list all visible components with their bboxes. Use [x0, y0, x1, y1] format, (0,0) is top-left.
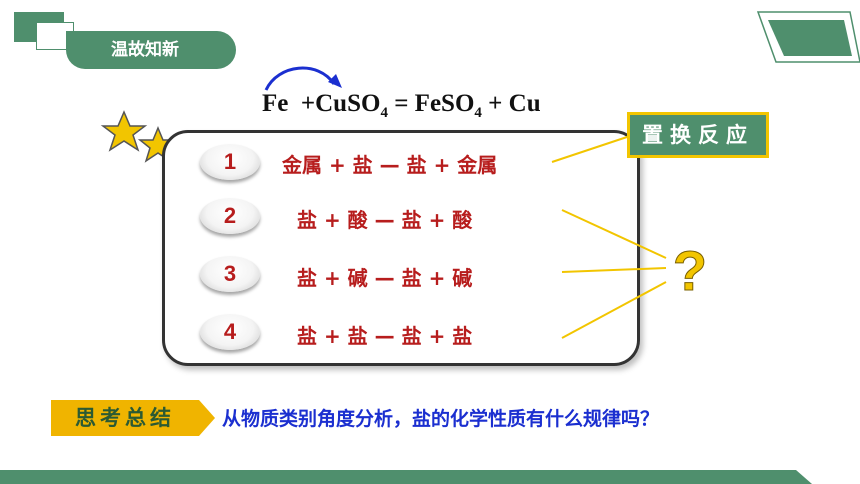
summary-label: 思考总结 — [51, 400, 199, 436]
equation-feso: = FeSO — [387, 90, 475, 117]
question-mark-icon: ? — [673, 239, 707, 302]
reaction-row-3: 盐 + 碱 — 盐 + 碱 — [297, 266, 473, 290]
section-title: 温故知新 — [111, 40, 179, 60]
electron-transfer-arrow-icon — [264, 66, 342, 91]
section-title-tab: 温故知新 — [66, 31, 236, 69]
row-number-4: 4 — [200, 314, 260, 350]
equation-cuso: +CuSO — [300, 90, 381, 117]
row-number-2: 2 — [200, 198, 260, 234]
corner-decoration — [756, 11, 860, 63]
reaction-row-4: 盐 + 盐 — 盐 + 盐 — [297, 324, 473, 348]
equation-sub-1: 4 — [380, 105, 388, 121]
displacement-reaction-badge: 置换反应 — [627, 112, 769, 158]
summary-question: 从物质类别角度分析，盐的化学性质有什么规律吗？ — [222, 408, 660, 430]
footer-bar — [0, 470, 812, 484]
summary-arrow-icon — [199, 400, 215, 436]
equation-fe: Fe — [262, 90, 289, 117]
row-number-3: 3 — [200, 256, 260, 292]
equation-sub-2: 4 — [474, 105, 482, 121]
equation-cu: + Cu — [481, 90, 541, 117]
chemical-equation: Fe +CuSO4 = FeSO4 + Cu — [262, 90, 541, 122]
row-number-1: 1 — [200, 144, 260, 180]
reaction-row-1: 金属 + 盐 — 盐 + 金属 — [282, 153, 498, 177]
reaction-row-2: 盐 + 酸 — 盐 + 酸 — [297, 208, 473, 232]
